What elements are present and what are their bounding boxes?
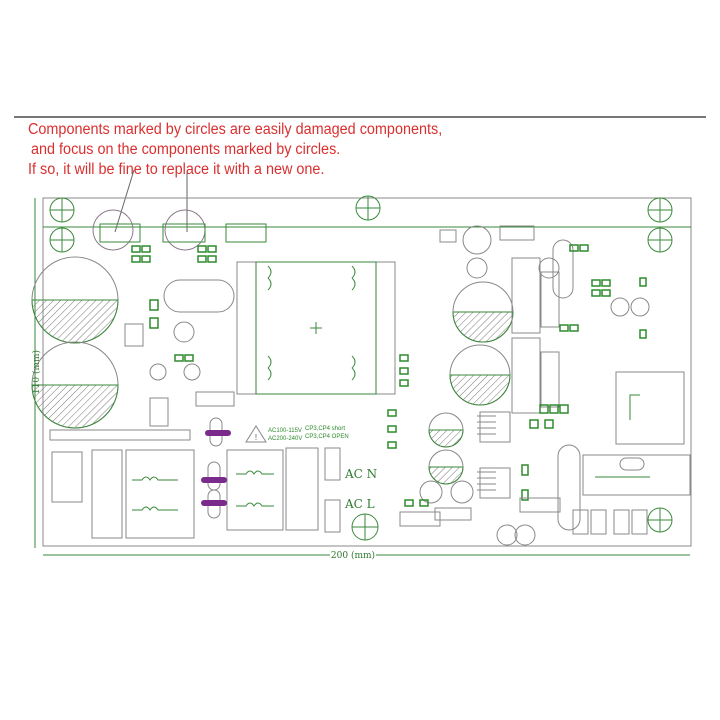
- oval-component: [552, 239, 574, 299]
- jumper-marker-cp3: [201, 477, 227, 483]
- voltage-note-1: AC100-115V: [268, 428, 302, 434]
- connector: [439, 229, 457, 243]
- component: [162, 223, 206, 243]
- jumper-marker-cp4: [201, 500, 227, 506]
- warning-mark: !: [255, 433, 257, 442]
- marked-component-circle: [92, 209, 134, 251]
- voltage-note-2: AC200-240V: [268, 436, 302, 442]
- strip: [49, 429, 191, 441]
- caption-line-2: and focus on the components marked by ci…: [31, 141, 341, 158]
- common-mode-choke: [226, 449, 284, 531]
- width-label: 200 (mm): [331, 550, 375, 561]
- capacitor-small: [149, 225, 650, 546]
- caption-line-1: Components marked by circles are easily …: [28, 121, 443, 138]
- component: [124, 323, 144, 347]
- common-mode-choke: [125, 449, 195, 539]
- mounting-hole: [647, 197, 673, 223]
- jumper-marker-cp: [205, 430, 231, 436]
- jumper-note-2: CP3,CP4 OPEN: [305, 434, 349, 440]
- relay-contact: [629, 394, 640, 420]
- jumper-note-1: CP3,CP4 short: [305, 426, 345, 432]
- ac-n-label: AC N: [344, 467, 377, 481]
- choke-winding: [132, 476, 178, 511]
- connector: [499, 225, 535, 241]
- pointer-line: [114, 169, 135, 233]
- mounting-holes: [49, 195, 673, 541]
- smd-pads: [131, 244, 647, 507]
- capacitor-large: [452, 281, 514, 343]
- resistor-blocks: [511, 257, 560, 414]
- ac-l-label: AC L: [344, 497, 375, 511]
- x-capacitor: [91, 449, 123, 539]
- capacitor-large: [31, 341, 119, 429]
- x-capacitor: [285, 447, 319, 531]
- capacitor-large: [31, 256, 119, 344]
- board-outline: [42, 197, 692, 547]
- varistor: [51, 451, 83, 503]
- mounting-hole: [647, 507, 673, 533]
- height-label: 110 (mm): [31, 350, 42, 394]
- fuse-ac-l: [324, 499, 341, 533]
- capacitor-medium: [428, 412, 464, 448]
- mounting-hole: [49, 227, 75, 253]
- connector: [519, 497, 561, 513]
- fuse-holder: [582, 454, 691, 496]
- height-dimension: 110 (mm): [31, 198, 42, 548]
- width-dimension: 200 (mm): [43, 550, 690, 561]
- caption-line-3: If so, it will be fine to replace it wit…: [28, 161, 325, 178]
- mounting-hole: [351, 513, 379, 541]
- component: [99, 223, 141, 243]
- fuse-ac-n: [324, 447, 341, 481]
- component: [195, 391, 235, 407]
- jumper-oval: [207, 461, 221, 491]
- heatsink: [477, 411, 511, 499]
- mounting-hole: [355, 195, 381, 221]
- component: [225, 223, 267, 243]
- connector: [399, 511, 441, 527]
- capacitor-medium: [428, 449, 464, 485]
- transformer: [236, 261, 396, 395]
- marked-component-circle: [164, 209, 206, 251]
- mounting-hole: [647, 227, 673, 253]
- capacitor-boxes: [434, 507, 648, 535]
- oval-component: [163, 279, 235, 313]
- mounting-hole: [49, 197, 75, 223]
- oval-component: [557, 444, 581, 531]
- capacitor-large: [449, 344, 511, 406]
- oval-component: [619, 457, 645, 471]
- warning-icon: [245, 425, 267, 443]
- relay: [615, 371, 685, 445]
- component: [149, 397, 169, 427]
- choke-winding: [236, 470, 274, 507]
